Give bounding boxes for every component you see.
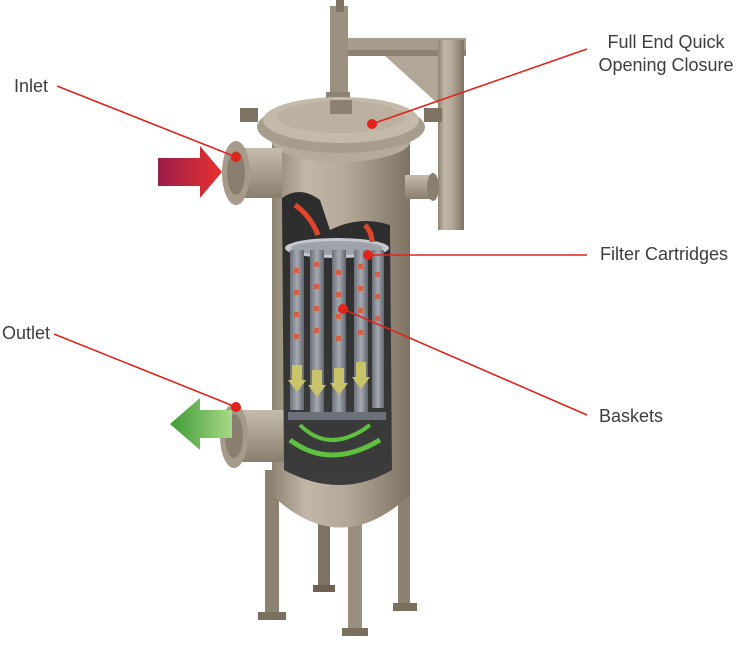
inlet-nozzle: [222, 141, 282, 205]
support-legs: [258, 470, 417, 636]
baskets-label: Baskets: [599, 406, 664, 426]
inlet-flow-arrow: [158, 146, 222, 198]
closure-label-line2: Opening Closure: [598, 55, 734, 75]
cutaway-interior: [282, 191, 392, 485]
inlet-label: Inlet: [14, 76, 49, 96]
vent-flange: [427, 173, 439, 201]
closure-label: Full End Quick Opening Closure: [592, 31, 739, 77]
filter-cartridges-label: Filter Cartridges: [600, 244, 729, 264]
closure-label-line1: Full End Quick: [607, 32, 725, 52]
outlet-flow-arrow: [170, 398, 232, 450]
callout-lines: [53, 48, 588, 416]
callout-dots: [231, 119, 377, 412]
closure-lid: [240, 97, 442, 153]
outlet-label: Outlet: [2, 323, 51, 343]
